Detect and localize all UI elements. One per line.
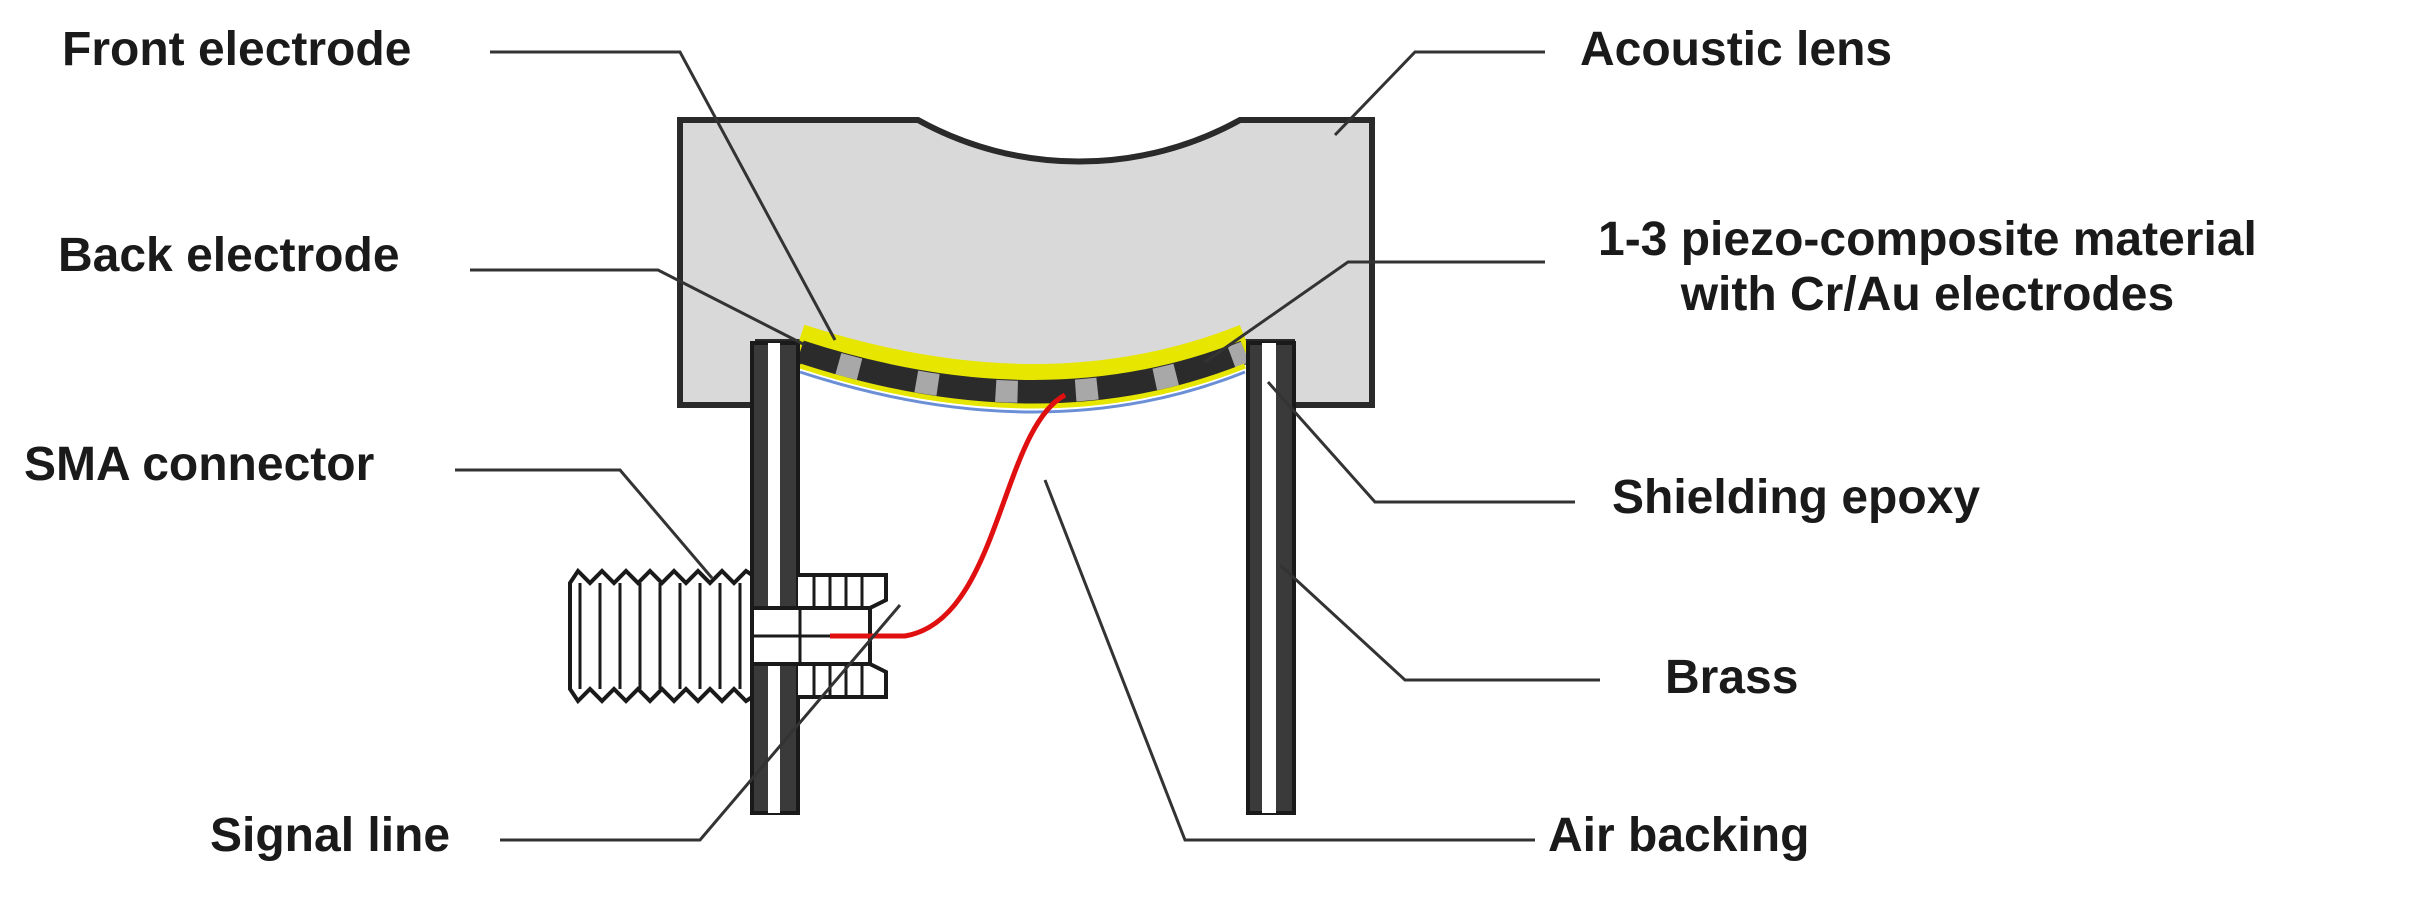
leader-air-backing xyxy=(1043,479,1535,842)
leader-sma-connector xyxy=(455,468,714,579)
signal-wire xyxy=(830,392,1067,639)
brass-wall-right xyxy=(1246,341,1296,815)
label-sma-connector: SMA connector xyxy=(24,438,375,491)
leader-signal-line xyxy=(500,604,902,842)
label-signal-line: Signal line xyxy=(210,809,451,862)
piezo-composite-layer xyxy=(796,340,1250,404)
brass-wall-left xyxy=(750,341,800,815)
leader-shielding-epoxy xyxy=(1266,381,1575,504)
leader-brass xyxy=(1278,563,1600,682)
label-brass: Brass xyxy=(1665,651,1799,704)
leader-piezo xyxy=(1204,260,1545,364)
label-acoustic-lens: Acoustic lens xyxy=(1580,23,1893,76)
back-electrode-layer xyxy=(799,363,1246,409)
label-air-backing: Air backing xyxy=(1548,809,1810,862)
shielding-epoxy-layer xyxy=(799,370,1246,414)
leader-acoustic-lens xyxy=(1333,50,1545,137)
leader-lines xyxy=(455,50,1600,842)
leader-back-electrode xyxy=(470,268,806,347)
label-back-electrode: Back electrode xyxy=(58,229,400,282)
label-piezo-line2: with Cr/Au electrodes xyxy=(1680,268,2175,322)
front-electrode-layer xyxy=(795,324,1251,392)
label-piezo-composite: 1-3 piezo-composite material with Cr/Au … xyxy=(1598,212,2257,322)
label-piezo-line1: 1-3 piezo-composite material xyxy=(1598,213,2257,266)
leader-front-electrode xyxy=(490,50,837,341)
label-front-electrode: Front electrode xyxy=(62,23,412,76)
label-shielding-epoxy: Shielding epoxy xyxy=(1612,471,1981,524)
